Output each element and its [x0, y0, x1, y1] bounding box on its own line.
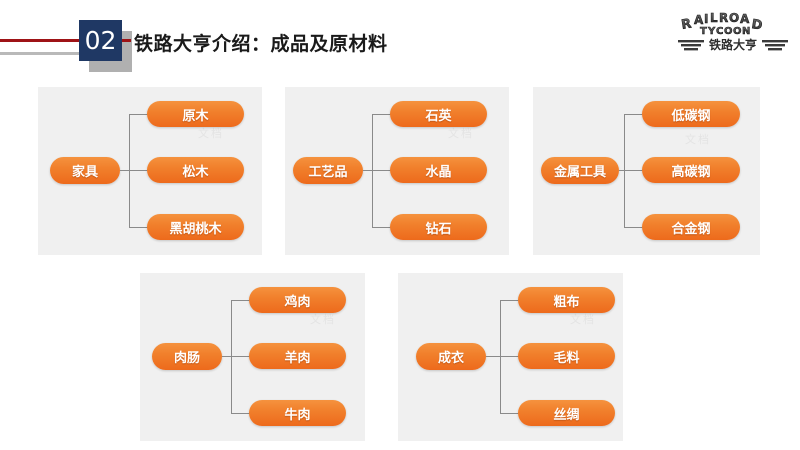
svg-text:A: A — [694, 13, 704, 27]
connector-child-stub — [624, 227, 644, 228]
header-red-connector — [122, 39, 131, 42]
node-child-handicraft-3[interactable]: 钻石 — [390, 214, 487, 240]
svg-text:R: R — [719, 12, 728, 25]
node-parent-clothing[interactable]: 成衣 — [416, 343, 486, 370]
node-parent-handicraft[interactable]: 工艺品 — [293, 157, 363, 184]
header-number-text: 02 — [84, 26, 117, 55]
connector-child-stub — [372, 114, 392, 115]
node-child-clothing-3[interactable]: 丝绸 — [518, 400, 615, 426]
node-child-metal-tools-3[interactable]: 合金钢 — [642, 214, 740, 240]
card-handicraft: 文档 工艺品 石英 水晶 钻石 — [285, 87, 509, 255]
node-child-metal-tools-2[interactable]: 高碳钢 — [642, 157, 740, 183]
connector-child-stub — [624, 114, 644, 115]
node-parent-furniture[interactable]: 家具 — [50, 157, 120, 184]
node-child-handicraft-1[interactable]: 石英 — [390, 101, 487, 127]
svg-text:T: T — [700, 26, 707, 37]
page-title: 铁路大亨介绍：成品及原材料 — [134, 33, 388, 55]
connector-child-stub — [129, 114, 149, 115]
node-parent-metal-tools[interactable]: 金属工具 — [541, 157, 619, 184]
node-child-metal-tools-1[interactable]: 低碳钢 — [642, 101, 740, 127]
connector-child-stub — [500, 300, 520, 301]
node-child-furniture-3[interactable]: 黑胡桃木 — [147, 214, 244, 240]
svg-text:R: R — [680, 17, 692, 33]
svg-text:I: I — [704, 12, 708, 26]
svg-text:A: A — [740, 12, 750, 26]
connector-child-stub — [231, 300, 251, 301]
svg-text:C: C — [716, 26, 723, 37]
node-child-sausage-3[interactable]: 牛肉 — [249, 400, 346, 426]
watermark: 文档 — [198, 128, 224, 140]
node-child-furniture-2[interactable]: 松木 — [147, 157, 244, 183]
node-child-clothing-1[interactable]: 粗布 — [518, 287, 615, 313]
header-red-rule — [0, 39, 80, 42]
connector-child-stub — [500, 413, 520, 414]
svg-text:Y: Y — [707, 26, 716, 37]
svg-text:D: D — [750, 17, 763, 34]
connector-child-stub — [372, 170, 392, 171]
connector-child-stub — [231, 413, 251, 414]
watermark: 文档 — [685, 134, 711, 146]
connector-child-stub — [372, 227, 392, 228]
connector-child-stub — [624, 170, 644, 171]
node-child-furniture-1[interactable]: 原木 — [147, 101, 244, 127]
node-parent-sausage[interactable]: 肉肠 — [152, 343, 222, 370]
connector-child-stub — [231, 356, 251, 357]
watermark: 文档 — [570, 314, 596, 326]
svg-text:铁路大亨: 铁路大亨 — [709, 37, 757, 52]
node-child-handicraft-2[interactable]: 水晶 — [390, 157, 487, 183]
svg-text:N: N — [742, 26, 750, 37]
svg-text:L: L — [710, 12, 718, 25]
watermark: 文档 — [310, 314, 336, 326]
node-child-sausage-2[interactable]: 羊肉 — [249, 343, 346, 369]
svg-text:O: O — [729, 12, 739, 25]
railroad-tycoon-logo: R A I L R O A D T Y C O O N — [672, 12, 794, 58]
connector-child-stub — [129, 227, 149, 228]
header-number-badge: 02 — [79, 20, 122, 61]
connector-child-stub — [500, 356, 520, 357]
node-child-sausage-1[interactable]: 鸡肉 — [249, 287, 346, 313]
connector-child-stub — [129, 170, 149, 171]
watermark: 文档 — [448, 128, 474, 140]
card-furniture: 文档 家具 原木 松木 黑胡桃木 — [38, 87, 262, 255]
svg-text:O: O — [733, 26, 742, 37]
node-child-clothing-2[interactable]: 毛料 — [518, 343, 615, 369]
card-metal-tools: 文档 金属工具 低碳钢 高碳钢 合金钢 — [533, 87, 760, 255]
card-sausage: 文档 肉肠 鸡肉 羊肉 牛肉 — [140, 273, 365, 441]
header-gray-rule — [0, 52, 80, 55]
card-clothing: 文档 成衣 粗布 毛料 丝绸 — [398, 273, 623, 441]
svg-text:O: O — [724, 26, 733, 37]
